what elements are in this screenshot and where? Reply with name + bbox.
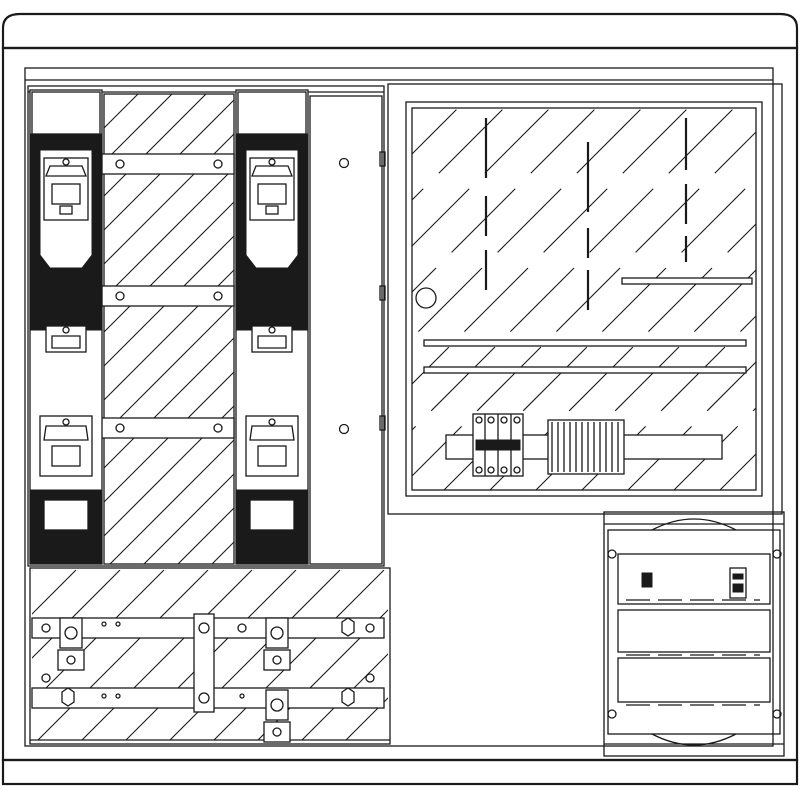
- hatch-line: [348, 94, 800, 564]
- hatch-line: [412, 108, 505, 201]
- hatch-line: [104, 371, 234, 503]
- hatch-line: [213, 570, 385, 740]
- fuse-switch-strip-2[interactable]: [235, 89, 309, 565]
- hatch-line: [535, 269, 756, 490]
- busbar-rail-3: [99, 417, 235, 439]
- hex-nut: [61, 687, 75, 707]
- hatch-line: [345, 697, 388, 740]
- module-bay-3: [617, 657, 771, 703]
- hatch-line: [390, 570, 560, 740]
- busbar-rail-1: [99, 153, 235, 175]
- fuse-switch-strip-1[interactable]: [29, 89, 103, 565]
- hatch-line: [104, 269, 234, 401]
- hatch-line: [104, 235, 234, 367]
- network-port[interactable]: [641, 572, 653, 588]
- hex-nut: [341, 687, 355, 707]
- hatch-line: [109, 439, 234, 564]
- circuit-breaker-block: [472, 413, 524, 477]
- hatch-line: [81, 570, 253, 740]
- terminal-clamp-1: [57, 617, 85, 671]
- module-bay-2: [617, 609, 771, 653]
- bridge-link: [193, 613, 215, 713]
- communication-panel: [603, 511, 785, 757]
- hatch-line: [412, 108, 735, 431]
- busbar-rail-2: [99, 285, 235, 307]
- hatch-line: [412, 108, 643, 339]
- hatch-line: [32, 570, 77, 615]
- hatch-line: [766, 108, 800, 490]
- hatch-line: [412, 108, 597, 293]
- hatch-line: [552, 94, 800, 564]
- terminal-clamp-2: [263, 617, 291, 671]
- window-lock[interactable]: [415, 287, 437, 309]
- hatch-line: [688, 94, 800, 564]
- hatch-line: [37, 570, 209, 740]
- hatch-line: [104, 405, 234, 537]
- dashed-mounting-guides: [484, 118, 688, 310]
- blank-mounting-plate: [309, 95, 386, 565]
- hatch-line: [518, 94, 800, 564]
- hatch-line: [450, 94, 800, 564]
- short-rail: [621, 277, 753, 285]
- module-bay-1: [617, 553, 771, 605]
- hatch-line: [104, 303, 234, 435]
- hatch-line: [104, 201, 234, 333]
- hatch-line: [32, 570, 33, 571]
- terminal-block-row: [547, 419, 625, 475]
- hatch-line: [412, 108, 689, 385]
- hatch-line: [627, 361, 756, 490]
- hatch-line: [382, 94, 800, 564]
- hatch-line: [586, 94, 800, 564]
- hatch-line: [484, 94, 800, 564]
- lower-connection-section: [29, 567, 648, 745]
- socket-outlet[interactable]: [729, 567, 747, 599]
- hatch-line: [478, 570, 648, 740]
- din-rail-middle: [423, 366, 747, 374]
- hex-nut: [341, 617, 355, 637]
- window-hatch: [412, 108, 800, 490]
- din-rail-top: [423, 339, 747, 347]
- meter-compartment: [387, 83, 800, 515]
- hatch-line: [489, 223, 756, 490]
- hatch-line: [434, 570, 604, 740]
- cabinet-housing: [1, 12, 799, 786]
- hatch-line: [32, 570, 121, 659]
- hatch-line: [143, 473, 234, 564]
- hatch-line: [654, 94, 800, 564]
- hatch-lines-lower: [32, 570, 648, 740]
- terminal-clamp-3: [263, 689, 291, 743]
- hatch-line: [673, 407, 756, 490]
- hatch-line: [443, 177, 756, 490]
- hatch-line: [301, 653, 388, 740]
